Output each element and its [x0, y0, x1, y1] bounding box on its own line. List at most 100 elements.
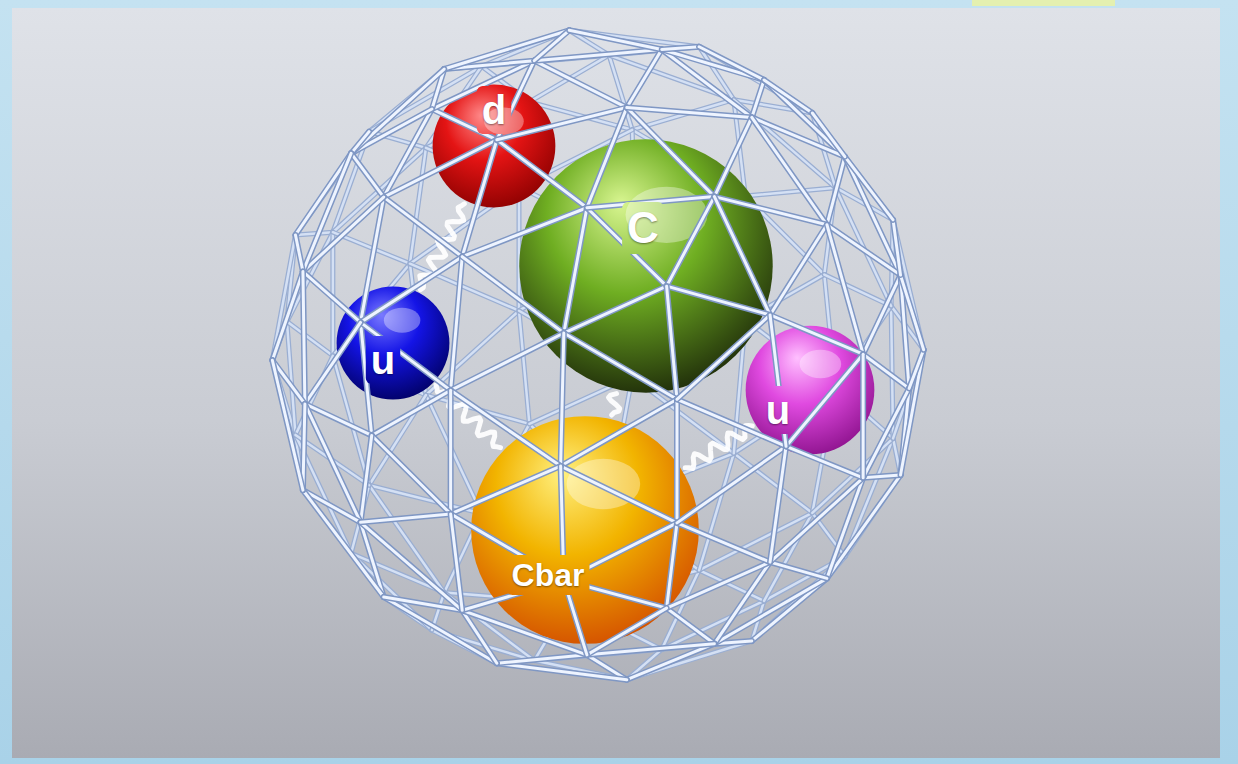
cage-strut-edge: [303, 153, 351, 271]
cage-strut: [534, 30, 569, 60]
cage-strut: [675, 399, 678, 523]
cage-strut: [667, 523, 677, 608]
cage-strut: [714, 197, 770, 315]
cage-strut: [734, 453, 813, 513]
cage-strut-edge: [627, 108, 752, 118]
cage-strut: [451, 333, 564, 390]
cage-strut-edge: [534, 49, 661, 60]
cage-strut: [677, 523, 770, 562]
cage-strut-edge: [667, 286, 677, 399]
cage-strut: [518, 187, 521, 311]
cage-strut-edge: [462, 208, 587, 257]
quark-label: C: [627, 206, 659, 250]
cage-strut: [667, 286, 677, 399]
cage-strut-edge: [714, 197, 770, 315]
cage-strut: [827, 157, 845, 225]
cage-strut: [451, 257, 463, 391]
cage-strut: [351, 69, 444, 153]
cage-strut: [863, 475, 900, 478]
cage-strut: [361, 322, 451, 390]
cage-strut-edge: [667, 286, 770, 315]
cage-strut: [361, 257, 463, 323]
cage-strut-edge: [863, 275, 900, 354]
cage-strut-edge: [674, 399, 680, 523]
cage-strut-edge: [734, 453, 813, 513]
cage-strut-edge: [909, 350, 924, 389]
cage-strut: [587, 608, 667, 655]
cage-strut-edge: [786, 354, 863, 446]
cage-strut-edge: [812, 113, 845, 157]
cage-strut: [770, 315, 863, 354]
cage-strut: [384, 197, 463, 257]
cage-strut-edge: [863, 475, 900, 478]
cage-strut: [752, 80, 764, 117]
cage-strut: [770, 315, 786, 446]
cage-strut-edge: [361, 435, 372, 522]
cage-strut-edge: [384, 197, 463, 257]
cage-strut-edge: [519, 311, 529, 424]
cage-strut-edge: [901, 350, 924, 475]
cage-strut: [303, 490, 384, 597]
cage-strut: [587, 197, 714, 208]
cage-strut-edge: [827, 225, 863, 354]
cage-strut-edge: [561, 466, 564, 580]
cage-strut-edge: [587, 208, 667, 286]
cage-strut-edge: [451, 390, 561, 466]
cage-strut: [627, 108, 715, 197]
cage-strut-edge: [287, 322, 333, 356]
gluon-wave: [609, 394, 620, 415]
cage-strut-edge: [699, 47, 764, 80]
cage-strut: [534, 49, 661, 60]
cage-strut-edge: [451, 514, 463, 610]
cage-strut-edge: [497, 140, 587, 208]
cage-strut: [497, 61, 534, 140]
cage-strut-edge: [627, 108, 715, 197]
cage-strut: [745, 188, 835, 196]
cage-strut: [827, 225, 863, 354]
cage-strut-edge: [451, 257, 463, 391]
cage-strut: [272, 272, 303, 361]
cage-strut-edge: [497, 61, 534, 140]
cage-strut: [451, 514, 463, 610]
cage-strut-edge: [444, 30, 569, 69]
cage-strut-edge: [351, 132, 369, 154]
cage-strut: [497, 140, 587, 208]
cage-strut-edge: [770, 478, 863, 562]
cage-strut-edge: [667, 608, 715, 644]
cage-strut: [714, 578, 827, 643]
cage-strut: [451, 514, 564, 580]
cage-strut: [451, 466, 561, 514]
cage-strut: [714, 117, 751, 196]
cage-strut: [295, 232, 332, 235]
cage-strut: [587, 208, 667, 286]
cage-strut: [361, 522, 463, 610]
cage-strut: [677, 399, 786, 446]
cage-strut: [303, 404, 305, 490]
cage-strut-edge: [845, 157, 893, 220]
cage-strut: [677, 315, 770, 399]
cage-strut: [667, 562, 770, 608]
cage-strut: [462, 580, 564, 610]
cage-strut-edge: [303, 404, 305, 490]
cage-strut-edge: [561, 466, 677, 523]
cage-strut: [863, 354, 909, 388]
cage-strut-edge: [745, 188, 835, 196]
cage-strut: [449, 390, 452, 514]
cage-strut-edge: [451, 514, 564, 580]
cage-strut-edge: [295, 232, 332, 235]
cage-strut-edge: [827, 475, 901, 578]
cage-strut: [667, 608, 715, 644]
cage-strut: [863, 275, 900, 354]
cage-strut-edge: [497, 655, 587, 663]
cage-strut-edge: [587, 108, 627, 208]
cage-strut-edge: [677, 315, 770, 399]
cage-strut-edge: [901, 275, 924, 350]
cage-strut: [662, 49, 752, 117]
cage-strut-edge: [860, 354, 866, 478]
cage-strut-edge: [569, 30, 662, 49]
cage-strut-edge: [361, 522, 463, 610]
cage-strut-edge: [714, 197, 827, 225]
cage-strut-edge: [564, 333, 677, 399]
cage-strut: [587, 108, 627, 208]
